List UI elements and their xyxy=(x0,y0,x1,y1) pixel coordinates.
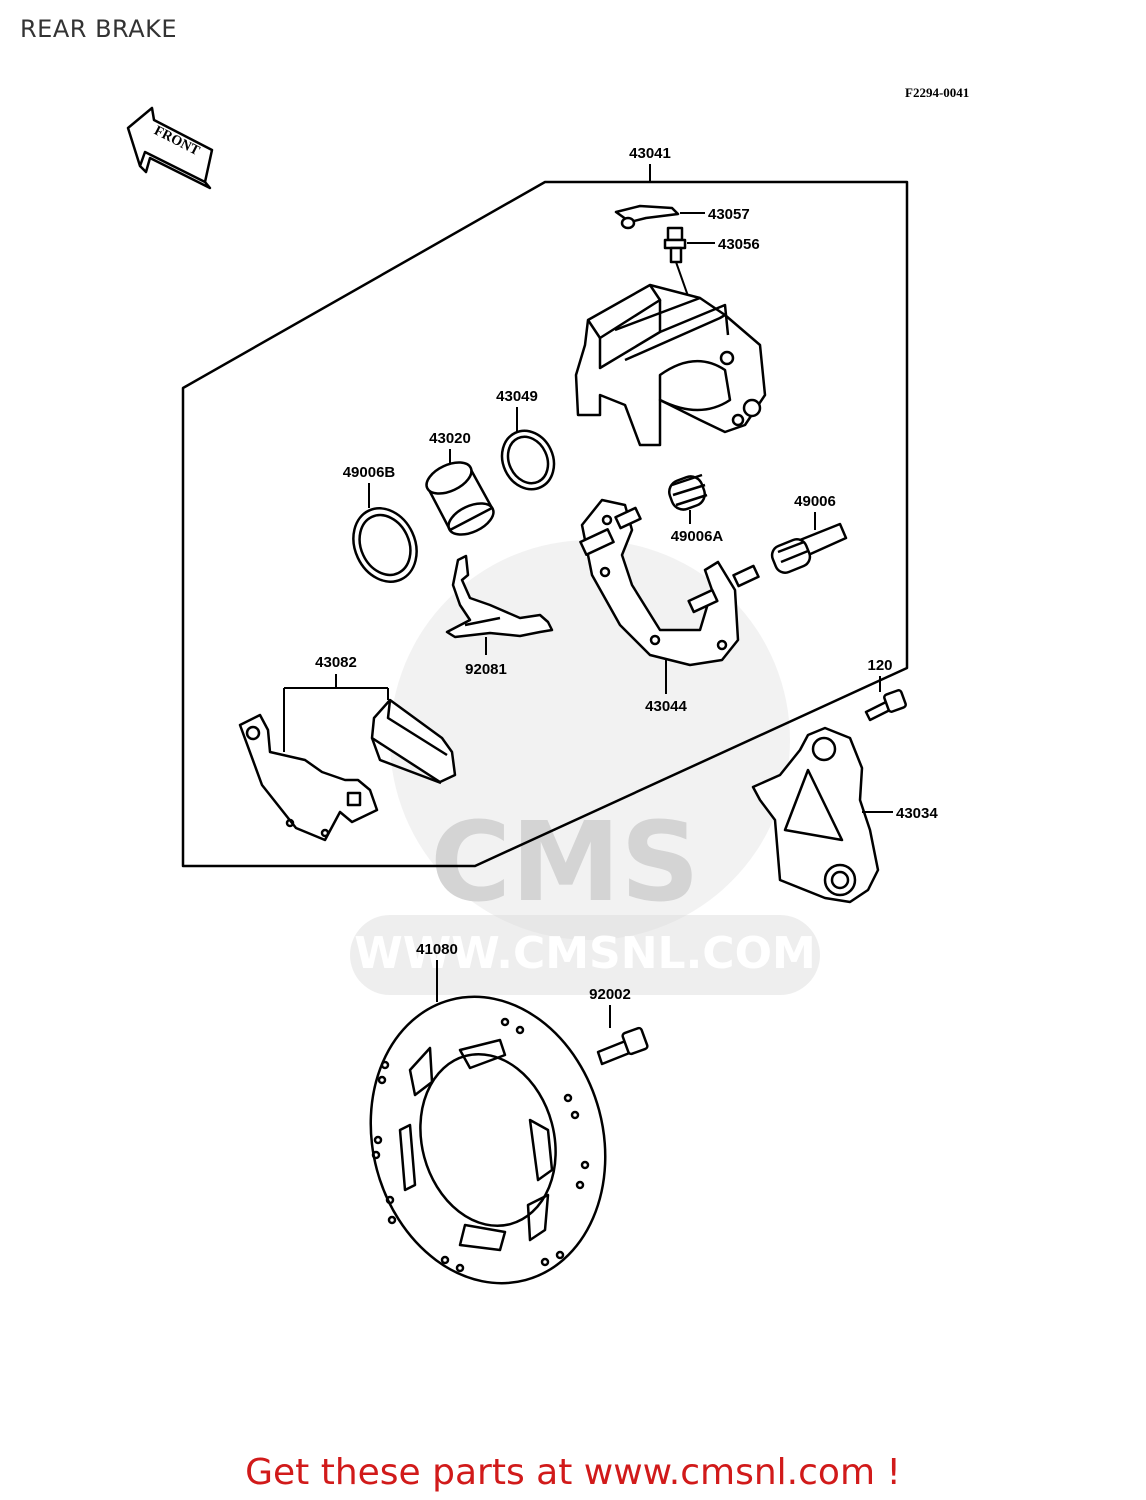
dust-seal-49006B xyxy=(352,507,418,583)
bleeder-cap-43057 xyxy=(614,204,680,230)
rear-brake-diagram: CMS WWW.CMSNL.COM FRONT 43041 43057 4305… xyxy=(126,106,938,1285)
label-92081: 92081 xyxy=(465,661,507,678)
brake-pad-inner-43082 xyxy=(238,713,379,842)
figure-reference: F2294-0041 xyxy=(905,85,970,100)
label-43056: 43056 xyxy=(718,236,760,253)
label-43044: 43044 xyxy=(645,698,687,715)
piston-seal-43049 xyxy=(500,429,556,491)
label-43049: 43049 xyxy=(496,388,538,405)
caliper-body xyxy=(574,283,767,447)
brake-disc-41080 xyxy=(369,995,607,1285)
label-49006A: 49006A xyxy=(671,528,724,545)
boot-49006A xyxy=(668,473,708,511)
bolt-92002 xyxy=(596,1026,649,1066)
label-43034: 43034 xyxy=(896,805,938,822)
label-120: 120 xyxy=(867,657,892,674)
pad-spring-92081 xyxy=(445,554,554,639)
slide-pin-49006 xyxy=(770,522,848,574)
watermark-url: WWW.CMSNL.COM xyxy=(354,928,816,979)
label-41080: 41080 xyxy=(416,941,458,958)
footer-link[interactable]: Get these parts at www.cmsnl.com ! xyxy=(245,1452,901,1493)
piston-43020 xyxy=(425,461,495,536)
label-49006B: 49006B xyxy=(343,464,396,481)
caliper-assembly-outline xyxy=(181,180,909,868)
label-43041: 43041 xyxy=(629,145,671,162)
front-direction-arrow: FRONT xyxy=(126,106,214,190)
label-43082: 43082 xyxy=(315,654,357,671)
watermark-brand: CMS xyxy=(430,798,699,926)
brake-pad-outer-43082 xyxy=(370,698,457,785)
label-92002: 92002 xyxy=(589,986,631,1003)
page-title: REAR BRAKE xyxy=(20,15,178,43)
label-49006: 49006 xyxy=(794,493,836,510)
bleeder-valve-43056 xyxy=(663,226,687,264)
torque-bracket-43034 xyxy=(751,726,880,904)
bolt-120 xyxy=(864,689,907,722)
label-43057: 43057 xyxy=(708,206,750,223)
label-43020: 43020 xyxy=(429,430,471,447)
caliper-bracket-43044 xyxy=(579,498,760,667)
